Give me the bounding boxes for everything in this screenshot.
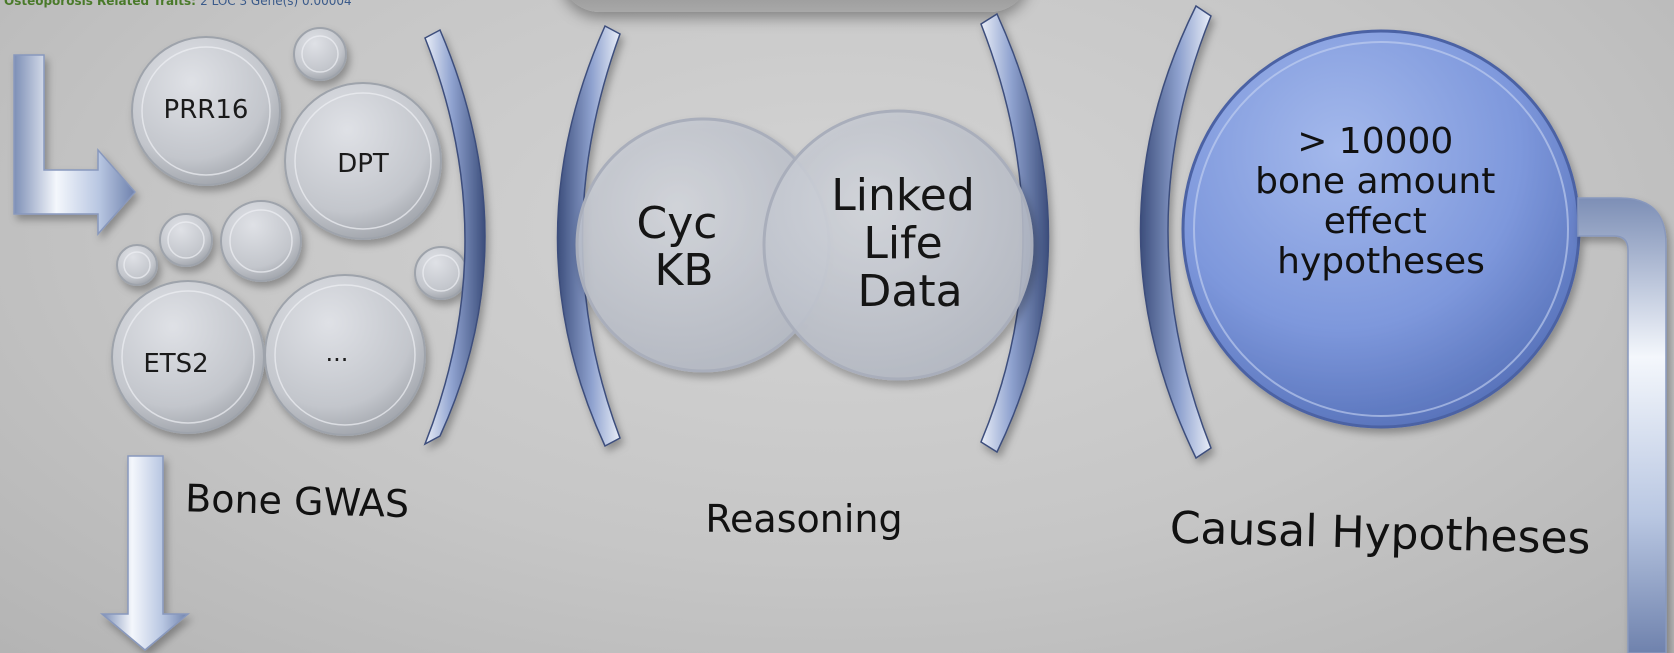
bracket-close-2: [980, 12, 1050, 454]
output-pipe: [1577, 197, 1667, 653]
bracket-open-1: [556, 24, 621, 448]
bracket-close-1: [423, 28, 486, 446]
venn-label-cyc: Cyc KB: [637, 198, 732, 296]
bubble-ets2: [111, 280, 265, 434]
bubble-small-left: [116, 244, 158, 286]
hypotheses-label: > 10000 bone amount effect hypotheses: [1255, 121, 1507, 282]
bubble-small-mid-2: [220, 200, 302, 282]
gene-label-more: ...: [326, 339, 349, 367]
header-text: Osteoporosis Related Traits: 2 LOC 3 Gen…: [4, 0, 352, 8]
gene-bubbles: [111, 27, 468, 436]
down-arrow: [99, 455, 191, 651]
bracket-open-2: [1139, 4, 1212, 460]
venn-label-linked: Linked Life Data: [831, 170, 989, 317]
bubble-more: [264, 274, 426, 436]
gene-label-prr16: PRR16: [164, 95, 249, 125]
venn-linked-life-data: [762, 109, 1034, 381]
gene-label-ets2: ETS2: [143, 349, 208, 379]
top-banner-shadow: [560, 0, 1030, 12]
gene-label-dpt: DPT: [337, 149, 389, 179]
caption-reasoning: Reasoning: [705, 497, 902, 541]
input-arrow: [13, 54, 136, 236]
bubble-prr16: [131, 36, 281, 186]
caption-causal-hypotheses: Causal Hypotheses: [1169, 503, 1591, 565]
caption-bone-gwas: Bone GWAS: [185, 476, 410, 526]
bubble-dpt: [284, 82, 442, 240]
reasoning-venn: [575, 109, 1034, 381]
hypotheses-circle: [1181, 29, 1581, 429]
